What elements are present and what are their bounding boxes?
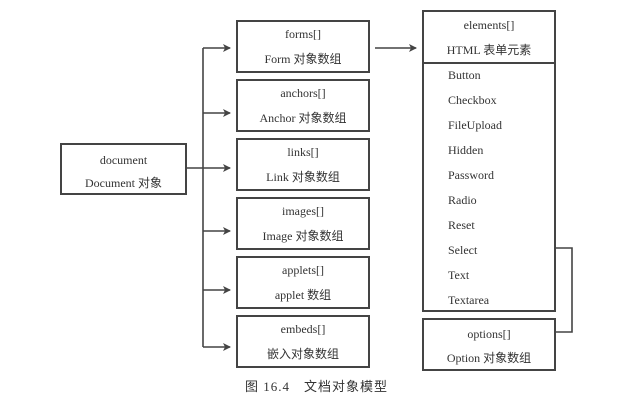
collection-name: forms[]	[285, 27, 321, 41]
collection-desc: Link 对象数组	[266, 170, 340, 184]
element-item: Button	[448, 68, 481, 82]
collection-desc: 嵌入对象数组	[266, 347, 339, 361]
elements-name: elements[]	[463, 18, 515, 32]
collection-box-links: links[] Link 对象数组	[236, 138, 370, 191]
collection-name: applets[]	[282, 263, 324, 277]
collection-desc: Form 对象数组	[264, 52, 342, 66]
collection-box-anchors: anchors[] Anchor 对象数组	[236, 79, 370, 132]
document-desc: Document 对象	[85, 176, 162, 190]
collection-desc: Image 对象数组	[262, 229, 344, 243]
element-item: Checkbox	[448, 93, 497, 107]
element-item: FileUpload	[448, 118, 502, 132]
elements-box: elements[] HTML 表单元素 Button Checkbox Fil…	[422, 10, 556, 312]
collection-desc: Anchor 对象数组	[259, 111, 347, 125]
collection-name: embeds[]	[280, 322, 326, 336]
element-item: Reset	[448, 218, 475, 232]
collection-box-forms: forms[] Form 对象数组	[236, 20, 370, 73]
element-item: Text	[448, 268, 470, 282]
element-item: Radio	[448, 193, 477, 207]
collection-box-embeds: embeds[] 嵌入对象数组	[236, 315, 370, 368]
collection-name: anchors[]	[280, 86, 326, 100]
options-name: options[]	[467, 327, 511, 341]
figure-caption: 图 16.4 文档对象模型	[245, 379, 389, 394]
collection-desc: applet 数组	[274, 288, 332, 302]
elements-divider	[424, 62, 554, 64]
elements-desc: HTML 表单元素	[446, 43, 532, 57]
options-desc: Option 对象数组	[446, 351, 532, 365]
document-box: document Document 对象	[60, 143, 187, 195]
collection-name: images[]	[282, 204, 324, 218]
collection-box-images: images[] Image 对象数组	[236, 197, 370, 250]
collection-box-applets: applets[] applet 数组	[236, 256, 370, 309]
element-item: Hidden	[448, 143, 484, 157]
options-box: options[] Option 对象数组	[422, 318, 556, 371]
collection-name: links[]	[287, 145, 319, 159]
element-item: Textarea	[448, 293, 490, 307]
element-item: Select	[448, 243, 478, 257]
document-name: document	[99, 153, 148, 167]
element-item: Password	[448, 168, 495, 182]
